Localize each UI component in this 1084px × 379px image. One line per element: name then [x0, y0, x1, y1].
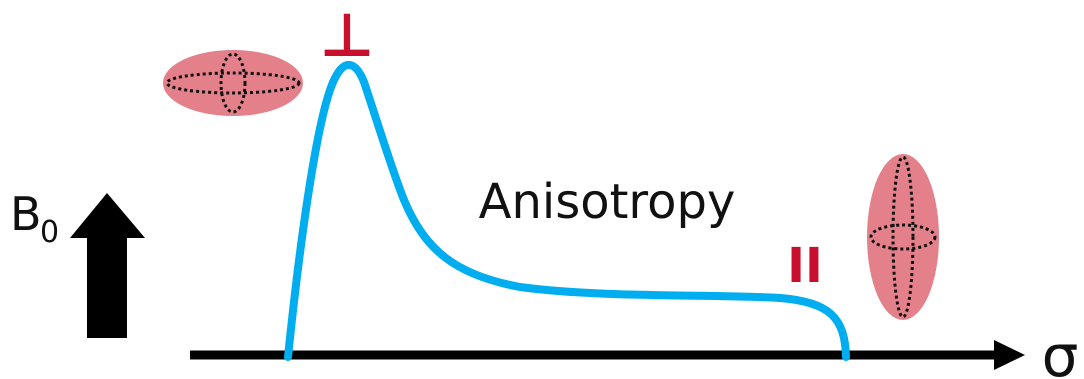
- b0-label-main: B: [10, 187, 42, 241]
- oblate-ellipsoid-icon: [163, 50, 303, 116]
- b0-label: B 0: [10, 187, 59, 250]
- sigma-axis-arrowhead-icon: [994, 340, 1025, 370]
- sigma-label: σ: [1042, 322, 1079, 379]
- prolate-ellipsoid-icon: [867, 154, 939, 320]
- up-arrow-icon: [70, 193, 145, 338]
- parallel-symbol: II: [787, 238, 823, 294]
- sigma-axis: [190, 340, 1025, 370]
- anisotropy-label: Anisotropy: [479, 174, 736, 230]
- perpendicular-symbol: ⊥: [320, 1, 375, 71]
- b0-label-subscript: 0: [40, 215, 59, 250]
